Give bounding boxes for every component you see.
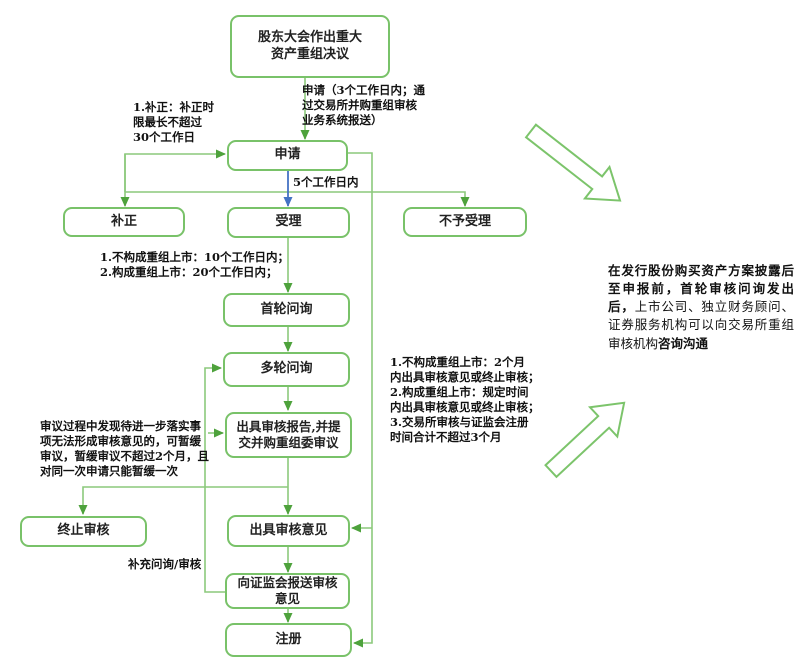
consultation-text-bold-lead: 在发行股份购买资产方案披露后至申报前，首轮审核问询发出后， [608, 263, 794, 315]
edge-report-to-terminate [78, 486, 288, 515]
node-review-opinion: 出具审核意见 [227, 515, 350, 547]
consultation-text-bold-tail: 咨询沟通 [658, 335, 709, 351]
note-correction-time-limit: 1.补正：补正时 限最长不超过 30个工作日 [133, 100, 215, 144]
node-rejection: 不予受理 [403, 207, 527, 237]
note-review-timing: 1.不构成重组上市：2个月 内出具审核意见或终止审核； 2.构成重组上市：规定时… [390, 355, 540, 444]
consultation-text-regular: 上市公司、独立财务顾问、证券服务机构可以向交易所重组审核机构 [608, 299, 794, 351]
edge-application-to-register-bypass [348, 152, 373, 648]
node-multi-round-inquiry: 多轮问询 [223, 352, 350, 387]
node-shareholder-resolution: 股东大会作出重大 资产重组决议 [230, 15, 390, 78]
node-acceptance: 受理 [227, 207, 350, 238]
label-submit-within-3-days: 申请（3个工作日内；通 过交易所并购重组审核 业务系统报送） [302, 83, 426, 127]
label-supplementary-inquiry: 补充问询/审核 [128, 557, 202, 571]
node-application: 申请 [227, 140, 348, 171]
node-review-report: 出具审核报告,并提 交并购重组委审议 [225, 412, 352, 458]
note-inquiry-timing: 1.不构成重组上市：10个工作日内； 2.构成重组上市：20个工作日内； [100, 250, 290, 279]
note-consultation-channel: 在发行股份购买资产方案披露后至申报前，首轮审核问询发出后，上市公司、独立财务顾问… [608, 262, 794, 353]
edge-split-to-rejection [125, 191, 470, 207]
big-arrow-down-right-icon [524, 123, 622, 202]
big-arrow-up-right-icon [544, 401, 626, 479]
label-within-5-working-days: 5个工作日内 [293, 175, 359, 189]
node-correction: 补正 [63, 207, 185, 237]
node-register: 注册 [225, 623, 352, 657]
node-terminate-review: 终止审核 [20, 516, 147, 547]
edge-csrc-feedback-to-multi-inquiry [204, 363, 225, 593]
edge-correction-back-to-application [124, 149, 226, 192]
node-first-round-inquiry: 首轮问询 [223, 293, 350, 327]
node-report-to-csrc: 向证监会报送审核 意见 [225, 573, 350, 609]
note-deliberation-postpone: 审议过程中发现待进一步落实事 项无法形成审核意见的，可暂缓 审议，暂缓审议不超过… [40, 419, 209, 478]
